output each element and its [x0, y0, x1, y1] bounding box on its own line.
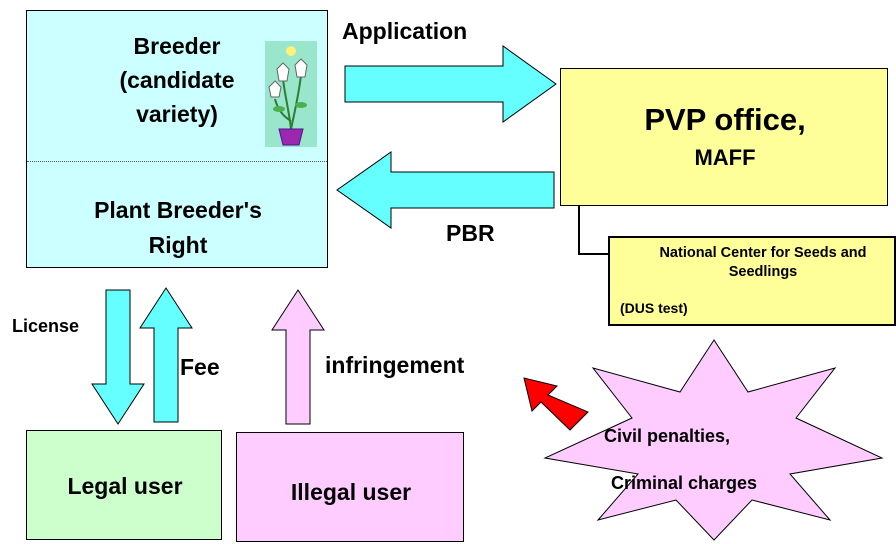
dus-test-label: (DUS test) [620, 300, 688, 316]
pbr-line-2: Right [148, 232, 208, 258]
penalties-star [543, 339, 884, 541]
pvp-office-title: PVP office, [644, 102, 806, 137]
infringement-label: infringement [325, 352, 465, 378]
license-label: License [12, 316, 80, 336]
civil-penalties-label: Civil penalties, [604, 426, 731, 446]
pbr-arrow [336, 151, 555, 229]
breeder-line-1: Breeder [133, 33, 221, 59]
national-center-title: National Center for Seeds and Seedlings [659, 245, 867, 280]
infringement-arrow [271, 289, 325, 425]
legal-user-label: Legal user [67, 473, 183, 499]
fee-label: Fee [180, 354, 220, 380]
pvp-office-box: PVP office, MAFF [560, 68, 888, 206]
pbr-line-1: Plant Breeder's [94, 197, 262, 223]
penalty-arrow [523, 377, 589, 431]
fee-arrow [139, 287, 193, 423]
breeder-box: Breeder (candidate variety) Plant Breede… [26, 10, 328, 268]
legal-user-box: Legal user [26, 430, 222, 540]
application-label: Application [342, 18, 468, 44]
license-arrow [91, 289, 145, 425]
criminal-charges-label: Criminal charges [611, 473, 758, 493]
breeder-label: Breeder (candidate variety) [87, 29, 267, 131]
office-connector [578, 206, 608, 255]
breeder-line-3: variety) [136, 101, 218, 127]
application-arrow [344, 45, 557, 123]
pbr-label: PBR [446, 220, 495, 246]
illegal-user-label: Illegal user [290, 479, 412, 505]
national-center-box: National Center for Seeds and Seedlings … [608, 236, 896, 326]
pvp-office-subtitle: MAFF [694, 145, 756, 170]
breeder-line-2: (candidate [119, 67, 235, 93]
illegal-user-box: Illegal user [236, 432, 464, 542]
plant-breeders-right-label: Plant Breeder's Right [27, 193, 329, 263]
potted-flower-icon [265, 41, 317, 147]
breeder-divider [27, 161, 327, 162]
